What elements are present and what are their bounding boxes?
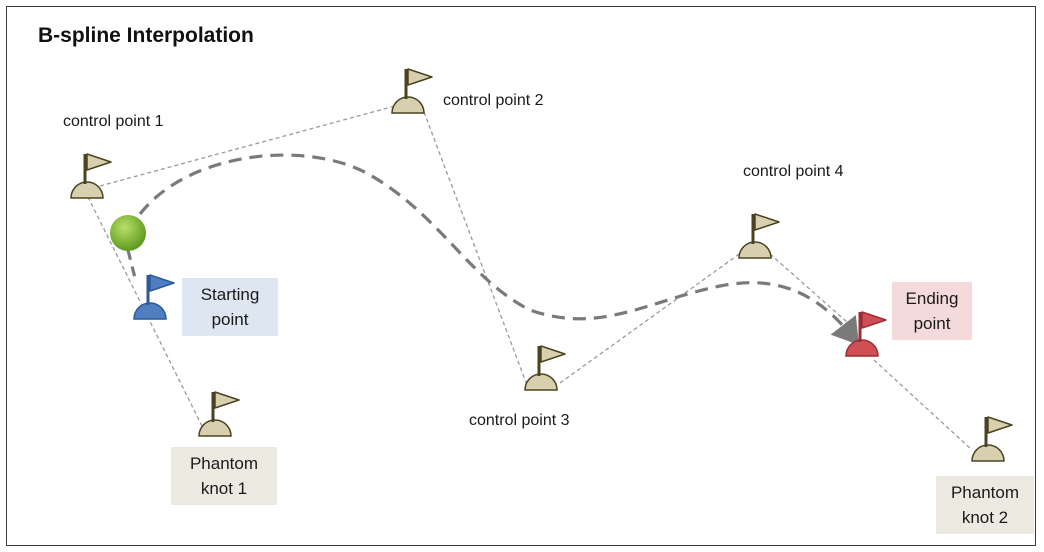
control-point-1-flag [70,153,112,199]
control-point-4-label: control point 4 [743,163,844,180]
bspline-curve [138,153,859,346]
phantom-knot-1-label: Phantom knot 1 [171,447,277,505]
phantom-knot-2-label: Phantom knot 2 [936,476,1034,534]
control-point-1-label: control point 1 [63,113,164,130]
ball-icon [110,215,146,251]
curve-start-segment [126,249,138,283]
ending-point-flag [845,311,887,357]
starting-point-flag [133,274,175,320]
ending-point-label: Ending point [892,282,972,340]
control-point-3-flag [524,345,566,391]
control-point-2-label: control point 2 [443,92,544,109]
starting-point-label: Starting point [182,278,278,336]
phantom-knot-1-flag [198,391,240,437]
phantom-knot-2-flag [971,416,1013,462]
control-point-3-label: control point 3 [469,412,570,429]
diagram-title: B-spline Interpolation [38,24,254,47]
control-point-2-flag [391,68,433,114]
control-point-4-flag [738,213,780,259]
control-polygon [87,105,973,451]
